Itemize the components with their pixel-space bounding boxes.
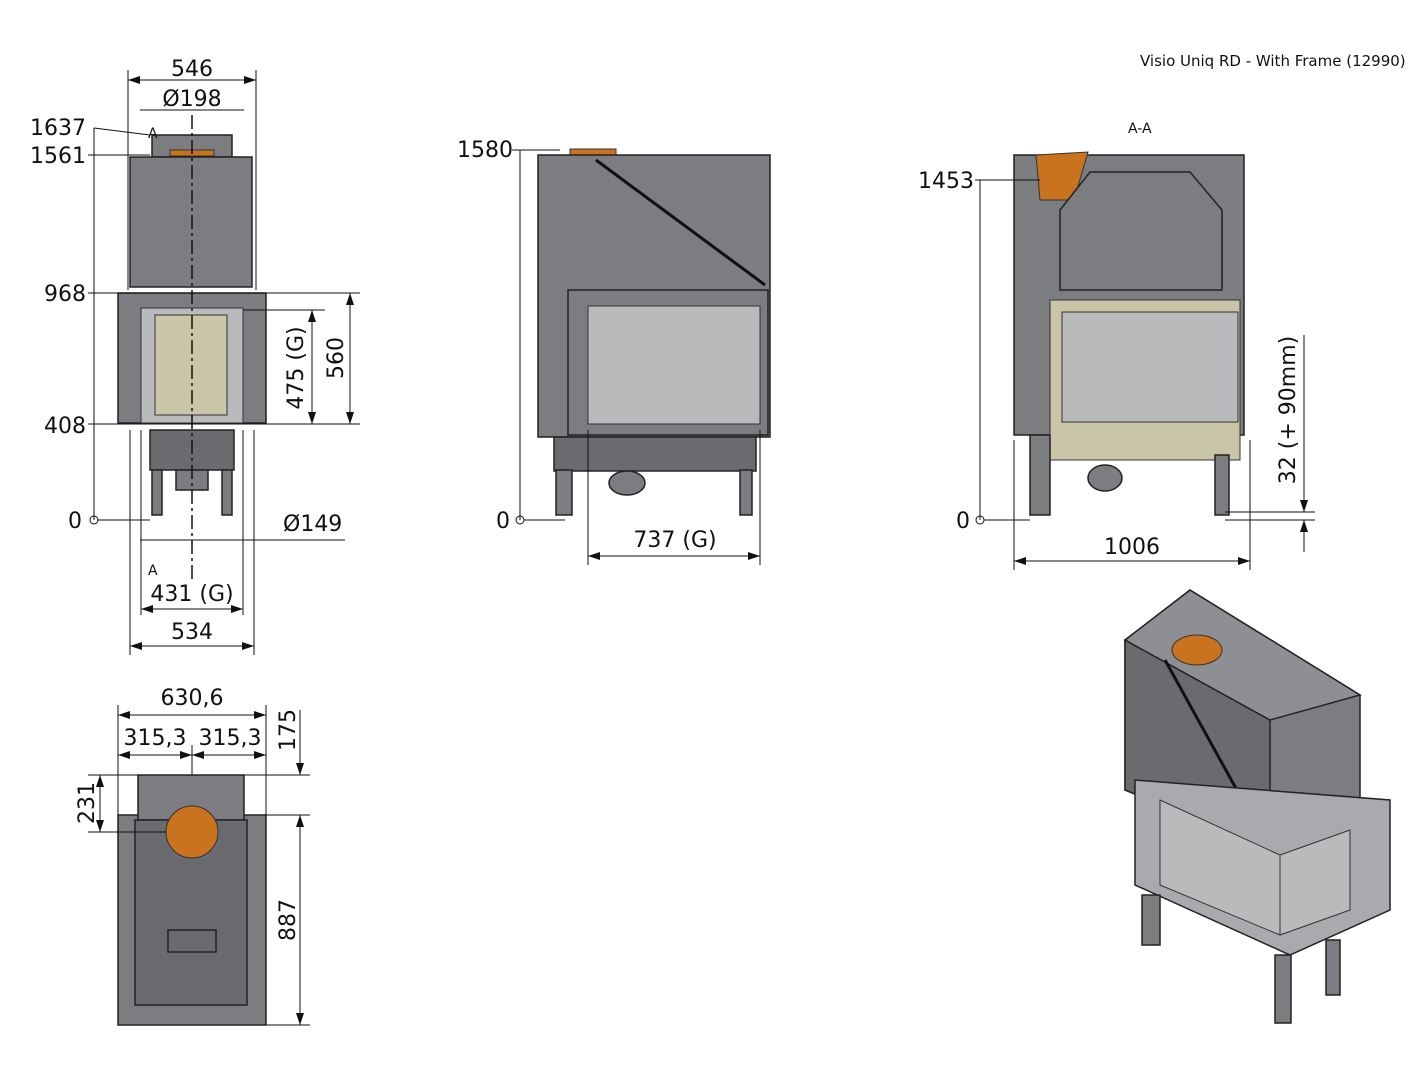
dim-width-bottom: 534: [171, 620, 213, 645]
isometric-view: [1123, 589, 1391, 1024]
dim-side-glass: 737 (G): [633, 528, 716, 553]
dim-half-right: 315,3: [199, 726, 262, 751]
dim-height-968: 968: [44, 282, 86, 307]
dim-glass-height: 475 (G): [284, 326, 309, 409]
dim-flue-offset: 231: [75, 782, 100, 824]
leg-right: [221, 469, 233, 516]
dim-height-zero: 0: [68, 509, 82, 534]
dim-leg-adjust: 32 (+ 90mm): [1276, 336, 1301, 484]
dim-section-zero: 0: [956, 509, 970, 534]
glass-side: [587, 305, 761, 425]
dim-width-top: 546: [171, 57, 213, 82]
dim-flue-diameter: Ø198: [162, 87, 221, 112]
dim-air-inlet: Ø149: [283, 512, 342, 537]
dim-side-zero: 0: [496, 509, 510, 534]
dim-height-body: 1561: [30, 144, 86, 169]
convection-hood: [129, 156, 253, 288]
dim-half-left: 315,3: [124, 726, 187, 751]
dim-top-depth: 887: [276, 899, 301, 941]
dim-top-width: 630,6: [161, 686, 224, 711]
top-view: 630,6 315,3 315,3 175 887 231: [75, 686, 310, 1026]
base-side: [553, 436, 757, 472]
drawing-title: Visio Uniq RD - With Frame (12990): [1140, 52, 1406, 70]
dim-height-408: 408: [44, 414, 86, 439]
section-marker-bottom: A: [148, 563, 158, 579]
front-view: 546 Ø198 1637 1561 968 408 0 475 (G) 560…: [30, 57, 360, 655]
dim-depth: 1006: [1104, 535, 1160, 560]
dim-glass-width: 431 (G): [150, 582, 233, 607]
side-view: 1580 0 737 (G): [457, 138, 771, 565]
dim-front-offset: 175: [276, 709, 301, 751]
section-label: A-A: [1128, 121, 1152, 137]
dim-height-total: 1637: [30, 116, 86, 141]
leg-left: [151, 469, 163, 516]
firebed: [154, 314, 228, 416]
dim-flue-height: 1453: [918, 169, 974, 194]
section-view: A-A 1453 0 1006 32 (+ 90mm): [918, 121, 1315, 570]
dim-side-height: 1580: [457, 138, 513, 163]
section-marker-top: A: [148, 126, 158, 142]
dim-frame-height: 560: [324, 337, 349, 379]
